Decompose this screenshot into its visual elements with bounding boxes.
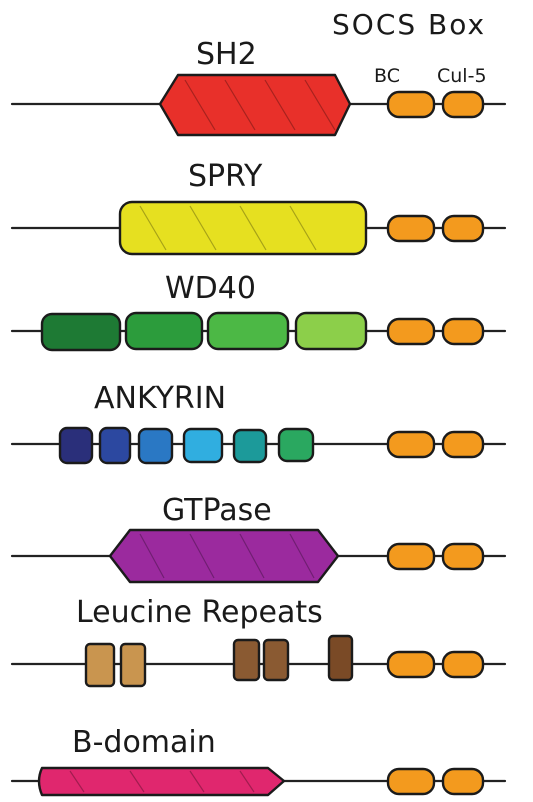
sh2-socs-bc-box <box>388 92 434 117</box>
row-spry: SPRY <box>12 159 505 254</box>
row-wd40: WD40 <box>12 271 505 350</box>
sh2-socs-cul5-box <box>443 92 483 117</box>
ankyrin-repeat-5 <box>234 430 266 462</box>
spry-label: SPRY <box>188 159 263 194</box>
b-domain-socs-bc-box <box>388 769 434 794</box>
leucine-repeat-4 <box>264 640 288 680</box>
sh2-label: SH2 <box>196 37 257 72</box>
gtpase-socs-cul5-box <box>443 544 483 569</box>
row-ankyrin: ANKYRIN <box>12 381 505 463</box>
sh2-domain <box>160 75 350 135</box>
leucine-repeat-2 <box>121 644 145 686</box>
wd40-repeat-1 <box>42 314 120 350</box>
ankyrin-repeat-6 <box>279 429 313 461</box>
ankyrin-socs-bc-box <box>388 432 434 457</box>
wd40-repeat-3 <box>208 313 288 349</box>
gtpase-socs-bc-box <box>388 544 434 569</box>
row-leucine-repeats: Leucine Repeats <box>12 595 505 686</box>
leucine-socs-bc-box <box>388 652 434 677</box>
b-domain-socs-cul5-box <box>443 769 483 794</box>
leucine-socs-cul5-box <box>443 652 483 677</box>
row-b-domain: B-domain <box>12 725 505 795</box>
leucine-repeat-5 <box>329 636 352 680</box>
b-domain-label: B-domain <box>72 725 216 760</box>
wd40-repeat-2 <box>126 313 202 349</box>
gtpase-label: GTPase <box>162 493 272 528</box>
row-gtpase: GTPase <box>12 493 505 582</box>
ankyrin-repeat-4 <box>184 429 222 462</box>
spry-domain <box>120 202 366 254</box>
leucine-repeat-1 <box>86 644 114 686</box>
ankyrin-label: ANKYRIN <box>94 381 226 416</box>
cul5-label: Cul-5 <box>437 65 487 87</box>
wd40-repeat-4 <box>296 313 366 349</box>
ankyrin-repeat-1 <box>60 428 92 463</box>
ankyrin-socs-cul5-box <box>443 432 483 457</box>
bc-label: BC <box>374 65 400 87</box>
leucine-repeat-3 <box>234 640 259 680</box>
wd40-label: WD40 <box>165 271 256 306</box>
spry-socs-cul5-box <box>443 216 483 241</box>
row-sh2: SH2 <box>12 37 505 135</box>
gtpase-domain <box>110 530 338 582</box>
socs-box-header: SOCS Box <box>332 8 486 41</box>
wd40-socs-bc-box <box>388 319 434 344</box>
ankyrin-repeat-3 <box>139 429 172 463</box>
ankyrin-repeat-2 <box>100 428 130 463</box>
leucine-repeats-label: Leucine Repeats <box>76 595 323 630</box>
spry-socs-bc-box <box>388 216 434 241</box>
wd40-socs-cul5-box <box>443 319 483 344</box>
